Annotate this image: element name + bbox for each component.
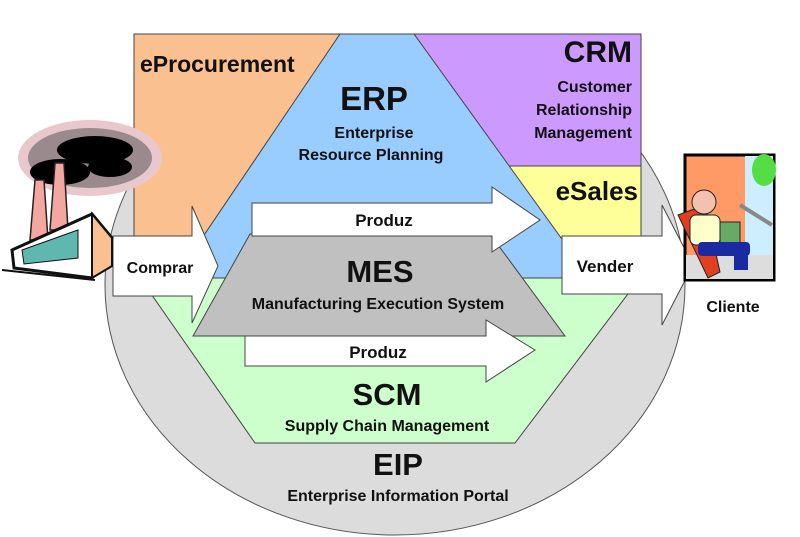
eip-subtitle: Enterprise Information Portal xyxy=(287,488,508,505)
produz-bottom-arrow[interactable] xyxy=(244,319,536,383)
mes-title: MES xyxy=(346,254,413,289)
eip-title: EIP xyxy=(373,447,423,482)
customer-laptop-icon xyxy=(677,153,776,282)
produz-top-arrow[interactable] xyxy=(251,186,541,253)
erp-subtitle-line1: Enterprise xyxy=(334,125,413,142)
comprar-arrow[interactable] xyxy=(112,205,219,324)
crm-subtitle-line1: Customer xyxy=(557,79,632,96)
erp-title: ERP xyxy=(340,80,408,117)
scm-title: SCM xyxy=(353,377,422,412)
comprar-label: Comprar xyxy=(127,260,194,277)
vender-label: Vender xyxy=(577,257,634,276)
erp-subtitle-line2: Resource Planning xyxy=(299,147,444,164)
produz-bottom-label: Produz xyxy=(349,343,407,362)
factory-icon xyxy=(1,120,162,281)
scm-subtitle: Supply Chain Management xyxy=(285,418,490,435)
produz-top-label: Produz xyxy=(355,211,413,230)
crm-subtitle-line2: Relationship xyxy=(536,102,632,119)
crm-subtitle-line3: Management xyxy=(534,125,632,142)
mes-subtitle: Manufacturing Execution System xyxy=(252,296,505,313)
vender-arrow[interactable] xyxy=(561,204,694,326)
cliente-label: Cliente xyxy=(706,299,759,316)
esales-label: eSales xyxy=(556,176,638,206)
crm-title: CRM xyxy=(564,36,632,69)
eprocurement-label: eProcurement xyxy=(140,51,295,77)
